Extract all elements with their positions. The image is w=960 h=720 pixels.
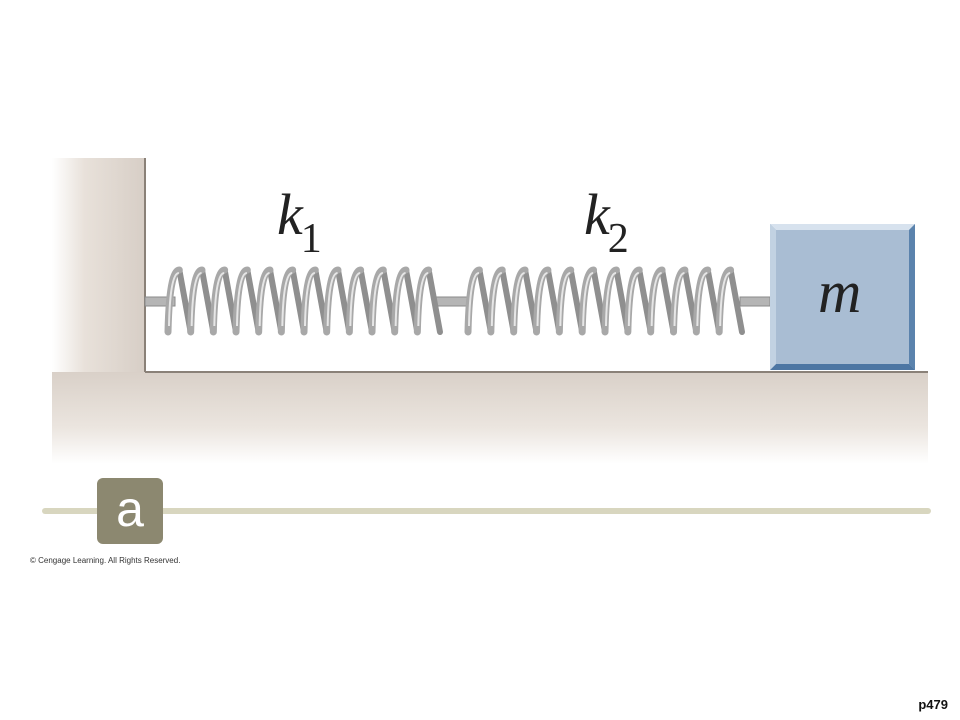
mass-block bbox=[770, 224, 915, 370]
spring-coil-highlight bbox=[190, 272, 202, 327]
spring-coil-highlight bbox=[349, 272, 361, 327]
spring1-subscript: 1 bbox=[300, 216, 322, 262]
spring-coil-highlight bbox=[696, 272, 708, 327]
spring-coil-highlight bbox=[236, 272, 248, 327]
spring-k1 bbox=[164, 266, 443, 336]
page-number: p479 bbox=[918, 697, 948, 712]
spring-coil-highlight bbox=[258, 272, 270, 327]
rod-mass bbox=[739, 296, 771, 307]
spring-coil-highlight bbox=[673, 272, 685, 327]
copyright-text: © Cengage Learning. All Rights Reserved. bbox=[30, 556, 181, 565]
spring-coil-highlight bbox=[719, 272, 731, 327]
spring-coil-back bbox=[425, 267, 443, 335]
spring-coil-highlight bbox=[605, 272, 617, 327]
spring-coil-highlight bbox=[582, 272, 594, 327]
spring-coil-highlight bbox=[627, 272, 640, 327]
panel-label-badge: a bbox=[97, 478, 163, 544]
mass-label: m bbox=[818, 259, 862, 325]
spring-coil-highlight bbox=[513, 272, 525, 327]
spring2-subscript: 2 bbox=[607, 216, 629, 262]
floor bbox=[52, 372, 928, 464]
spring-coil-highlight bbox=[490, 272, 503, 327]
spring-coil-highlight bbox=[559, 272, 571, 327]
rod-wall bbox=[144, 296, 176, 307]
spring-coil-highlight bbox=[304, 272, 316, 327]
spring-coil-highlight bbox=[468, 272, 480, 327]
spring-coil-highlight bbox=[281, 272, 293, 327]
spring-coil-highlight bbox=[326, 272, 338, 327]
spring2-label: k2 bbox=[584, 182, 629, 262]
spring-coil-highlight bbox=[394, 272, 406, 327]
spring-coil-highlight bbox=[213, 272, 225, 327]
spring-coil-highlight bbox=[536, 272, 548, 327]
spring-coil-highlight bbox=[372, 272, 384, 327]
spring-coil-highlight bbox=[417, 272, 429, 327]
spring-coil-highlight bbox=[168, 272, 180, 327]
spring-k2 bbox=[464, 266, 745, 336]
spring-coil-highlight bbox=[650, 272, 662, 327]
spring1-label: k1 bbox=[277, 182, 322, 262]
spring-coil-back bbox=[727, 267, 745, 335]
